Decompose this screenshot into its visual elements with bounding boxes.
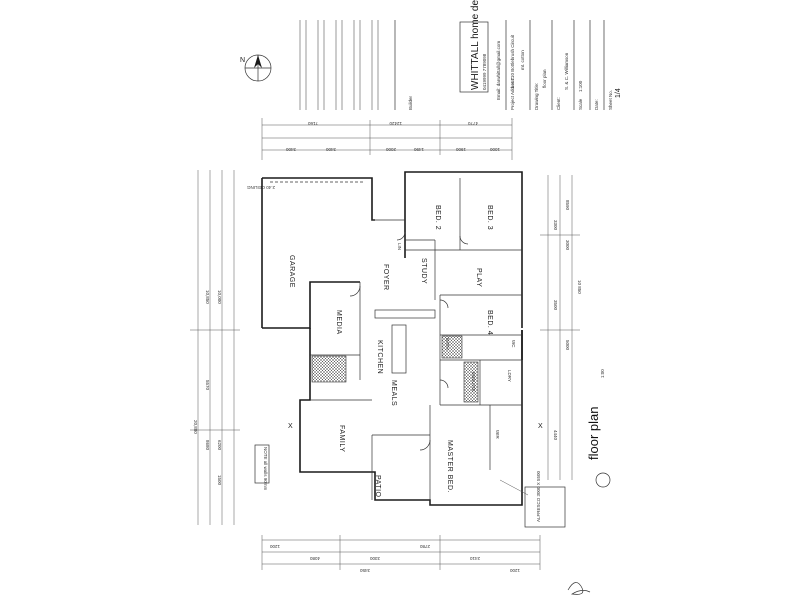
room-label-bed4: BED. 4 xyxy=(486,310,493,335)
right-dim-7: 4440 xyxy=(553,430,558,441)
right-dim-2: 3300 xyxy=(553,220,558,231)
bottom-dim-7: 1200 xyxy=(509,568,520,573)
drawing-title-value: floor plan xyxy=(542,69,547,88)
company-name: WHITTALL home designs xyxy=(470,0,481,90)
right-dim-4: 10 850 xyxy=(577,280,582,294)
room-label-bed3: BED. 3 xyxy=(486,205,493,230)
section-marker-right: X xyxy=(538,423,543,430)
top-dim-7: 1490 xyxy=(413,147,424,152)
left-dim-2: 10,000 xyxy=(217,290,222,304)
section-marker-left: X xyxy=(288,423,293,430)
scale-value: 1:100 xyxy=(578,80,583,92)
top-dim-6: 2000 xyxy=(385,147,396,152)
room-label-wc: WC xyxy=(511,340,516,348)
top-dimensions: 7160 12420 4770 3400 3400 2000 1490 1900… xyxy=(261,118,513,160)
date-label: Date: xyxy=(594,99,599,110)
company-phone: 0419999 7789098 xyxy=(482,53,487,90)
signature-mark xyxy=(567,582,591,595)
room-label-bed2: BED. 2 xyxy=(434,205,441,230)
alfresco-annotation: ALFRESCO 3000 X 5500 xyxy=(536,470,541,522)
title-block: Builder WHITTALL home designs 0419999 77… xyxy=(394,0,622,110)
tiled-area-ensuite xyxy=(463,361,479,403)
room-label-bath: BATH xyxy=(445,338,450,350)
company-email: Email: darwhittall@gmail.com xyxy=(496,41,501,100)
wall-note: NOTE all walls 90mm xyxy=(263,447,268,491)
project-address-label: Project Address: xyxy=(510,77,515,110)
right-dimensions: 8590 3300 3000 10 850 3500 5000 4440 xyxy=(540,175,582,480)
door-swings xyxy=(349,231,469,451)
alfresco-leader xyxy=(499,479,529,496)
tiled-area-media xyxy=(311,355,347,383)
room-label-play: PLAY xyxy=(475,268,482,287)
tiled-area-bath xyxy=(441,335,463,359)
sheet-number: 1/4 xyxy=(615,88,622,98)
project-address: Lot 710 Bottlebrush Circuit xyxy=(510,34,515,88)
kitchen-island xyxy=(391,324,407,374)
top-dim-2: 12420 xyxy=(389,121,402,126)
north-label: N xyxy=(240,57,245,64)
top-dim-9: 1000 xyxy=(489,147,500,152)
left-dim-1: 10,850 xyxy=(205,290,210,304)
bottom-dim-6: 3450 xyxy=(359,568,370,573)
left-dim-7: 1500 xyxy=(217,475,222,486)
room-label-family: FAMILY xyxy=(338,425,345,452)
ceiling-annotation: 2.40 CEILING xyxy=(246,185,275,190)
room-label-study: STUDY xyxy=(420,258,427,284)
room-label-wir: WIR xyxy=(495,430,500,439)
top-dim-4: 3400 xyxy=(285,147,296,152)
right-dim-1: 8590 xyxy=(565,200,570,211)
compass-rose: N xyxy=(240,54,272,82)
room-label-media: MEDIA xyxy=(335,310,342,335)
bottom-dimensions: 1200 4080 3300 2780 2410 3450 1200 xyxy=(261,535,541,573)
drawing-scale: 1:00 xyxy=(600,369,605,378)
right-dim-3: 3000 xyxy=(565,240,570,251)
room-label-foyer: FOYER xyxy=(382,264,389,291)
room-label-ldry: LDRY xyxy=(507,370,512,382)
room-label-ensuite: ENSUITE xyxy=(471,372,476,392)
left-dim-5: 8680 xyxy=(205,440,210,451)
top-dim-1: 7160 xyxy=(307,121,318,126)
drawing-ref-circle xyxy=(595,472,611,488)
kitchen-bench xyxy=(374,309,436,319)
left-dimensions: 10,850 10,000 5570 20,880 8680 6200 1500 xyxy=(190,170,240,525)
general-notes xyxy=(299,20,379,110)
bottom-dim-4: 2780 xyxy=(419,544,430,549)
left-dim-6: 6200 xyxy=(217,440,222,451)
drawing-title: floor plan xyxy=(586,407,601,460)
room-label-garage: GARAGE xyxy=(288,255,295,288)
client-label: Client: xyxy=(556,97,561,110)
room-label-master: MASTER BED. xyxy=(446,440,453,493)
project-suburb: mt. cotton xyxy=(520,50,525,70)
top-dim-8: 1900 xyxy=(455,147,466,152)
top-dim-3: 4770 xyxy=(467,121,478,126)
room-label-lin: LIN xyxy=(397,243,402,250)
builder-label: Builder xyxy=(408,95,413,110)
bottom-dim-5: 2410 xyxy=(469,556,480,561)
drawing-title-label: Drawing Title: xyxy=(534,83,539,110)
bottom-dim-1: 1200 xyxy=(269,544,280,549)
bottom-dim-2: 4080 xyxy=(309,556,320,561)
left-dim-4: 20,880 xyxy=(193,420,198,434)
left-dim-3: 5570 xyxy=(205,380,210,391)
sheet-label: Sheet No. xyxy=(608,90,613,110)
wall-note-box xyxy=(254,444,270,484)
right-dim-5: 3500 xyxy=(553,300,558,311)
client-name: S. & C. Williamson xyxy=(564,52,569,90)
alfresco-note-box xyxy=(524,486,566,528)
right-dim-6: 5000 xyxy=(565,340,570,351)
room-label-kitchen: KITCHEN xyxy=(376,340,383,374)
room-label-meals: MEALS xyxy=(390,380,397,406)
top-dim-5: 3400 xyxy=(325,147,336,152)
room-label-patio: PATIO xyxy=(374,475,381,498)
scale-label: Scale xyxy=(578,98,583,110)
interior-walls xyxy=(310,178,522,505)
bottom-dim-3: 3300 xyxy=(369,556,380,561)
